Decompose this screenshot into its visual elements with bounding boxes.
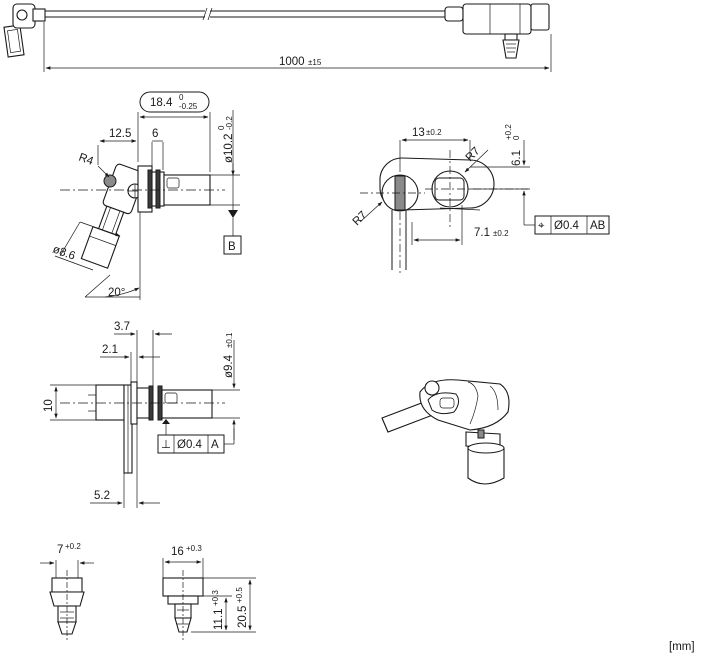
side-view: 18.4 0 -0.25 12.5 6 ø10.2 0 -0.2 B R4 ø8… [51, 91, 242, 300]
clip-side-view: 16 +0.3 11.1 +0.3 20.5 +0.5 [162, 544, 256, 640]
front-dim-flange: 3.7 [114, 321, 130, 333]
clip-side-h1: 11.1 [213, 608, 225, 630]
side-dia-cable: ø8.6 [51, 244, 77, 263]
connector-right [444, 3, 550, 59]
clip-front-width-tol: +0.2 [65, 542, 81, 551]
side-dim-top: 18.4 [150, 97, 173, 109]
perp-symbol: ⊥ [161, 439, 171, 451]
front-dim-step: 2.1 [102, 344, 118, 356]
basic-dim-frame [139, 91, 210, 113]
front-dim-height: 10 [43, 399, 55, 412]
isometric-view [381, 379, 510, 485]
perp-datum: A [211, 439, 219, 451]
datum-b-box [223, 235, 242, 255]
cable-assembly-view: 1000 ±15 [3, 3, 552, 72]
side-dim-dia: ø10.2 [223, 134, 235, 163]
top-dim-offset-tol: ±0.2 [493, 229, 509, 238]
side-dim-top-low: -0.25 [179, 102, 198, 111]
clip-front-width: 7 [57, 544, 63, 556]
position-value: Ø0.4 [554, 220, 580, 232]
clip-front-view: 7 +0.2 [40, 542, 94, 640]
top-dim-width-tol: ±0.2 [426, 128, 442, 137]
mount-hole [103, 174, 117, 188]
top-dim-width: 13 [412, 127, 425, 139]
top-radius-left: R7 [351, 209, 370, 228]
overall-length-value: 1000 [279, 56, 305, 68]
datum-b: B [228, 241, 236, 253]
side-angle: 20° [108, 287, 125, 299]
top-view: 13 ±0.2 R7 R7 6.1 +0.2 0 7.1 ±0.2 ⌖ Ø0.4… [351, 124, 610, 275]
front-dim-width: 5.2 [94, 490, 110, 502]
overall-length-tol: ±15 [308, 58, 322, 67]
clip-side-h1-tol: +0.3 [211, 590, 220, 606]
top-dim-height: 6.1 [511, 150, 523, 166]
top-dim-height-up: +0.2 [504, 124, 513, 140]
side-dim-left: 12.5 [109, 128, 131, 140]
unit-label: [mm] [669, 641, 695, 653]
top-dim-offset: 7.1 [474, 227, 490, 239]
position-symbol: ⌖ [538, 220, 545, 232]
front-dim-dia-tol: ±0.1 [225, 332, 234, 348]
perpendicularity-frame: ⊥ Ø0.4 A [157, 434, 225, 454]
front-dim-dia: ø9.4 [223, 354, 235, 378]
position-tolerance-frame: ⌖ Ø0.4 AB [534, 215, 610, 235]
top-dim-height-low: 0 [512, 135, 521, 140]
side-dim-mid: 6 [152, 128, 158, 140]
perp-value: Ø0.4 [177, 439, 203, 451]
clip-side-width-tol: +0.3 [186, 544, 202, 553]
front-view: 3.7 2.1 10 5.2 ø9.4 ±0.1 ⊥ Ø0.4 [43, 321, 240, 508]
side-radius: R4 [77, 152, 95, 169]
position-datum: AB [590, 220, 606, 232]
clip-side-width: 16 [171, 546, 184, 558]
side-dim-dia-up: 0 [217, 125, 226, 130]
side-dim-top-up: 0 [179, 93, 184, 102]
clip-side-h2: 20.5 [237, 606, 249, 628]
clip-side-h2-tol: +0.5 [235, 587, 244, 603]
side-dim-dia-low: -0.2 [225, 116, 234, 130]
sensor-head-small [3, 3, 46, 58]
